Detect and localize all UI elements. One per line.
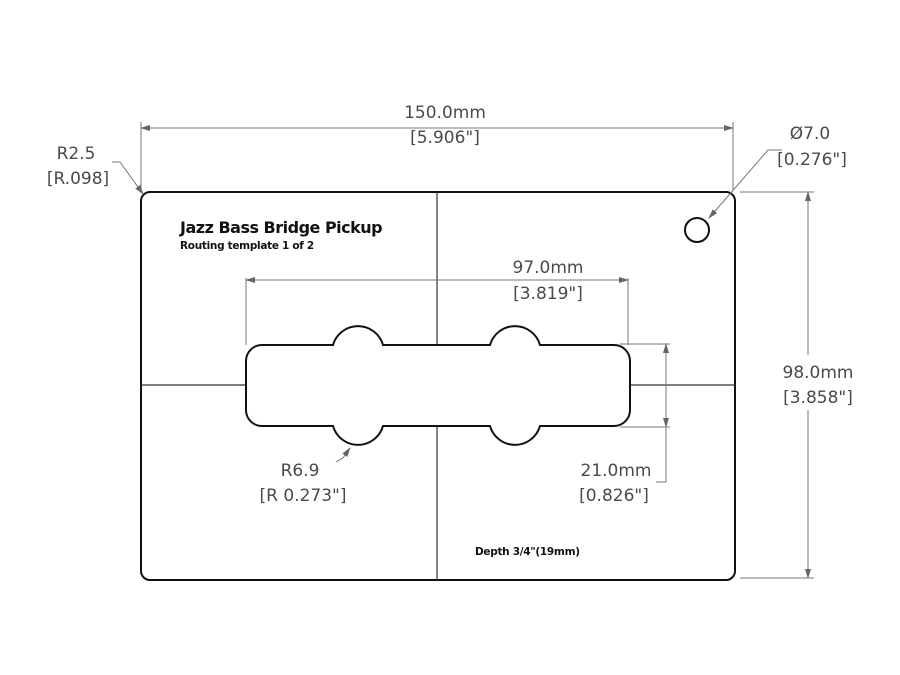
pickup-width-inch: [0.826"] <box>579 486 649 506</box>
overall-width-mm: 150.0mm <box>404 103 486 123</box>
bump-radius-mm: R6.9 <box>281 461 320 481</box>
pickup-length-inch: [3.819"] <box>513 284 583 304</box>
depth-note: Depth 3/4"(19mm) <box>475 546 580 558</box>
template-title: Jazz Bass Bridge Pickup <box>179 218 382 237</box>
hole-diameter-mm: Ø7.0 <box>790 124 830 144</box>
template-outline <box>140 191 736 581</box>
bump-radius-inch: [R 0.273"] <box>260 486 347 506</box>
pickup-width-mm: 21.0mm <box>581 461 652 481</box>
pickup-cavity-outline <box>245 325 631 446</box>
hole-diameter-inch: [0.276"] <box>777 150 847 170</box>
pickup-length-mm: 97.0mm <box>513 258 584 278</box>
template-subtitle: Routing template 1 of 2 <box>180 240 314 252</box>
mounting-hole <box>684 217 710 243</box>
corner-radius-mm: R2.5 <box>57 144 96 164</box>
overall-width-inch: [5.906"] <box>410 128 480 148</box>
overall-height-inch: [3.858"] <box>783 388 853 408</box>
overall-height-mm: 98.0mm <box>783 363 854 383</box>
corner-radius-inch: [R.098] <box>47 169 109 189</box>
